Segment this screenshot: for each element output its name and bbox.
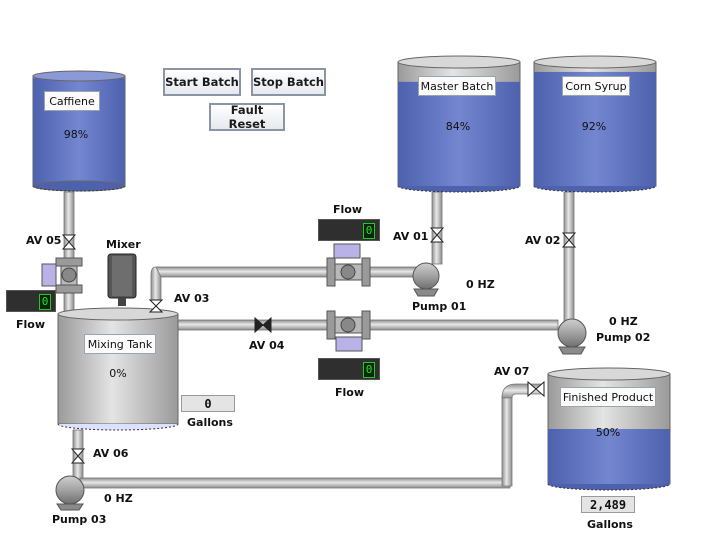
mixing-gallons-value: 0 xyxy=(181,395,235,412)
fault-reset-button[interactable]: Fault Reset xyxy=(209,103,285,131)
mixer-label: Mixer xyxy=(106,238,141,251)
tank-mixing-name: Mixing Tank xyxy=(84,334,156,354)
pipe-top-line xyxy=(155,266,417,278)
flowmeter-left-icon xyxy=(41,257,83,294)
stop-batch-button[interactable]: Stop Batch xyxy=(251,68,326,96)
tank-master-batch-percent: 84% xyxy=(445,120,471,133)
valve-av07-label: AV 07 xyxy=(494,365,530,378)
flow-bottom-label: Flow xyxy=(335,386,365,399)
finished-gallons-unit: Gallons xyxy=(587,518,633,531)
pipe-elbow-av07 xyxy=(501,383,543,399)
valve-av06-icon[interactable] xyxy=(70,448,86,464)
flow-left-value: 0 xyxy=(39,294,51,310)
valve-av02-label: AV 02 xyxy=(525,234,561,247)
valve-av01-label: AV 01 xyxy=(393,230,429,243)
tank-finished-product-name: Finished Product xyxy=(560,387,656,407)
flow-top-value: 0 xyxy=(363,223,375,239)
valve-av02-icon[interactable] xyxy=(561,232,577,248)
valve-av05-label: AV 05 xyxy=(26,234,62,247)
tank-caffiene-percent: 98% xyxy=(63,128,89,141)
tank-mixing-percent: 0% xyxy=(109,367,127,380)
flow-bottom-display: 0 xyxy=(318,358,380,380)
tank-corn-syrup-name: Corn Syrup xyxy=(562,76,630,96)
mixer-motor[interactable] xyxy=(107,253,137,306)
pump02-icon[interactable] xyxy=(557,318,587,355)
pipe-caffiene-outlet xyxy=(63,191,75,313)
valve-av04-label: AV 04 xyxy=(249,339,285,352)
pump01-icon[interactable] xyxy=(412,262,440,297)
tank-corn-syrup-percent: 92% xyxy=(581,120,607,133)
mixing-gallons-unit: Gallons xyxy=(187,416,233,429)
valve-av01-icon[interactable] xyxy=(429,227,445,243)
valve-av07-icon[interactable] xyxy=(527,380,545,398)
tank-caffiene-name: Caffiene xyxy=(44,91,100,111)
pump03-speed: 0 HZ xyxy=(104,492,133,505)
valve-av03-icon[interactable] xyxy=(148,299,164,313)
finished-gallons-value: 2,489 xyxy=(581,496,635,513)
tank-master-batch-name: Master Batch xyxy=(418,76,496,96)
pump03-label: Pump 03 xyxy=(52,513,107,526)
valve-av04-icon[interactable] xyxy=(254,316,272,334)
pump02-label: Pump 02 xyxy=(596,331,651,344)
valve-av06-label: AV 06 xyxy=(93,447,129,460)
flow-top-display: 0 xyxy=(318,219,380,241)
flow-top-label: Flow xyxy=(333,203,363,216)
flow-bottom-value: 0 xyxy=(363,362,375,378)
valve-av03-label: AV 03 xyxy=(174,292,210,305)
pump01-speed: 0 HZ xyxy=(466,278,495,291)
flow-left-label: Flow xyxy=(16,318,46,331)
flowmeter-top-icon xyxy=(326,243,371,287)
tank-mixing xyxy=(57,307,179,431)
pump01-label: Pump 01 xyxy=(412,300,467,313)
pump02-speed: 0 HZ xyxy=(609,315,638,328)
valve-av05-icon[interactable] xyxy=(61,234,77,250)
pipe-corn-syrup-outlet xyxy=(563,191,575,323)
flow-left-display: 0 xyxy=(6,290,56,312)
pipe-bottom-line xyxy=(79,477,511,489)
pump03-icon[interactable] xyxy=(55,475,85,511)
start-batch-button[interactable]: Start Batch xyxy=(163,68,241,96)
flowmeter-bottom-icon xyxy=(326,310,371,352)
tank-finished-product-percent: 50% xyxy=(595,426,621,439)
pipe-riser xyxy=(501,395,513,487)
